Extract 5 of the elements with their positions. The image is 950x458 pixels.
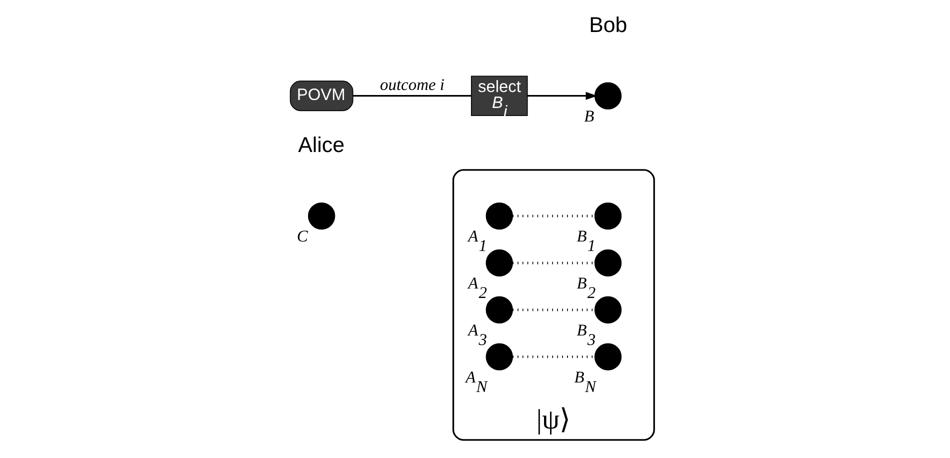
node-label: C [296, 226, 308, 246]
node-label: B [584, 106, 594, 126]
edge-label: outcome i [380, 75, 444, 94]
label: Alice [298, 133, 344, 158]
label: Bob [588, 12, 627, 37]
